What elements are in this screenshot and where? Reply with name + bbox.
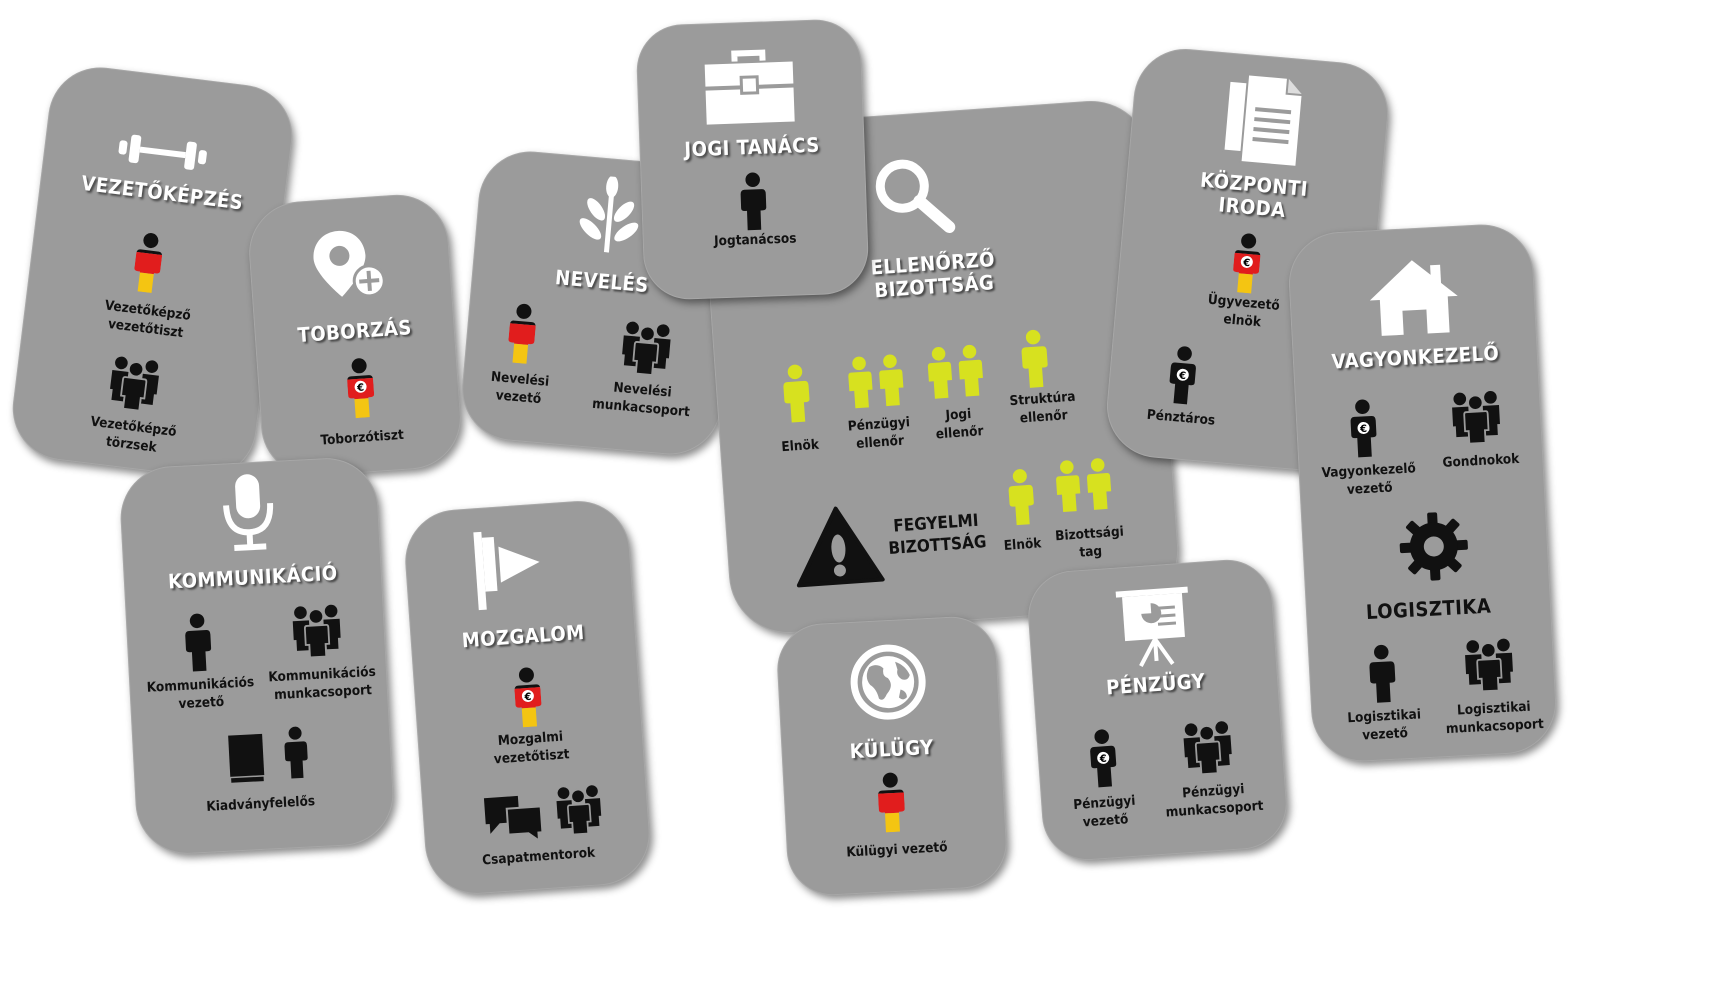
card-kozponti-iroda: KÖZPONTI IRODA € Ügyvezető elnök € Pénzt… [1102,44,1393,476]
card-jogi-tanacs: JOGI TANÁCS Jogtanácsos [635,18,870,301]
role-label: Jogtanácsos [713,230,797,250]
card-vagyonkezelo: VAGYONKEZELŐ € Vagyonkezelő vezető Gondn… [1286,221,1559,765]
role-label: Kommunikációs munkacsoport [267,663,377,703]
person-icon [1366,644,1399,705]
house-icon [1369,260,1458,336]
card-title: KÖZPONTI IRODA [1199,167,1309,223]
role-label: Kiadványfelelős [206,793,316,815]
dumbbell-icon [118,134,207,170]
person-flag-icon [506,303,537,365]
person-pair-icon [1052,456,1116,520]
card-kommunikacio: KOMMUNIKÁCIÓ Kommunikációs vezető Kommun… [118,455,396,857]
globe-icon [850,644,926,720]
person-icon [1018,328,1052,390]
role-label: Jogi ellenőr [935,405,984,442]
role-label: Nevelési munkacsoport [591,379,691,420]
warning-icon [796,506,885,588]
person-euro-icon: € [1165,345,1200,407]
person-pair-icon [924,343,988,407]
card-title: VEZETŐKÉPZÉS [80,170,245,215]
role-label: Pénztáros [1146,406,1216,429]
card-title: KÜLÜGY [849,734,935,764]
fegyelmi-title: FEGYELMI BIZOTTSÁG [887,510,988,560]
card-vezetokepzes: VEZETŐKÉPZÉS Vezetőképző vezetőtiszt Vez… [6,61,299,484]
role-label: Pénzügyi munkacsoport [1165,781,1264,821]
card-title: JOGI TANÁCS [683,132,821,162]
person-euro-icon: € [1347,398,1380,459]
role-label: Kommunikációs vezető [146,674,255,712]
group-icon [1176,718,1240,778]
group-icon [1458,635,1521,694]
card-penzugy: PÉNZÜGY € Pénzügyi vezető Pénzügyi munka… [1025,556,1290,864]
card-title: PÉNZÜGY [1105,668,1206,700]
card-title: VAGYONKEZELŐ [1330,340,1500,374]
documents-icon [1222,73,1304,168]
card-title: MOZGALOM [461,619,586,653]
group-icon [101,352,167,415]
person-euro-icon: € [1086,728,1120,790]
person-icon [282,725,311,780]
role-label: Pénzügyi vezető [1072,792,1136,831]
card-neveles: NEVELÉS Nevelési vezető Nevelési munkacs… [457,147,743,459]
role-label: Külügyi vezető [845,839,948,861]
role-label: Nevelési vezető [490,368,550,407]
role-label: Gondnokok [1442,450,1520,471]
person-flag-euro-icon: € [1231,232,1261,294]
svg-text:€: € [1242,258,1251,270]
map-pin-plus-icon [313,230,386,298]
person-icon [779,363,813,425]
person-flag-icon [131,232,163,294]
plant-icon [579,175,639,253]
card-mozgalom: MOZGALOM € Mozgalmi vezetőtiszt Csapatme… [401,497,654,898]
role-label: Elnök [780,436,820,456]
group-icon [549,782,608,838]
role-label: Bizottsági tag [1054,523,1125,561]
person-icon [182,612,215,673]
svg-text:€: € [356,382,365,394]
person-flag-euro-icon: € [514,667,544,728]
svg-text:€: € [523,692,532,704]
group-icon [285,601,348,660]
role-label: Csapatmentorok [481,844,596,869]
person-icon [1004,468,1038,528]
book-icon [228,733,266,785]
magnifier-icon [875,159,956,234]
card-ellenorzo: ELLENŐRZŐ BIZOTTSÁG Elnök Pénzügyi ellen… [697,96,1183,638]
svg-text:€: € [1098,754,1107,766]
person-flag-euro-icon: € [346,357,376,419]
briefcase-icon [704,49,795,125]
group-icon [614,318,679,379]
flag-icon [473,531,540,611]
person-flag-icon [877,772,906,833]
role-label: Vezetőképző vezetőtiszt [103,297,192,341]
card-toborzas: TOBORZÁS € Toborzótiszt [245,191,465,480]
person-icon [737,171,769,232]
role-label: Logisztikai munkacsoport [1445,698,1545,737]
role-label: Vezetőképző törzsek [89,413,178,456]
card-title: TOBORZÁS [296,315,413,347]
role-label: Struktúra ellenőr [1009,388,1076,427]
role-label: Mozgalmi vezetőtiszt [493,728,570,768]
role-label: Toborzótiszt [320,426,405,449]
role-label: Pénzügyi ellenőr [847,414,911,452]
microphone-icon [223,474,274,552]
gear-icon [1399,512,1468,581]
svg-text:€: € [1359,424,1368,435]
svg-text:€: € [1178,370,1187,382]
card-kulugy: KÜLÜGY Külügyi vezető [775,614,1009,898]
chat-bubbles-icon [483,795,544,843]
role-label: Vagyonkezelő vezető [1321,460,1417,498]
role-label: Elnök [1003,535,1042,554]
group-icon [1445,388,1508,447]
person-pair-icon [844,352,908,416]
role-label: Logisztikai vezető [1346,706,1422,744]
logisztika-title: LOGISZTIKA [1365,593,1492,625]
presentation-board-icon [1115,586,1188,667]
card-title: KOMMUNIKÁCIÓ [167,560,339,594]
